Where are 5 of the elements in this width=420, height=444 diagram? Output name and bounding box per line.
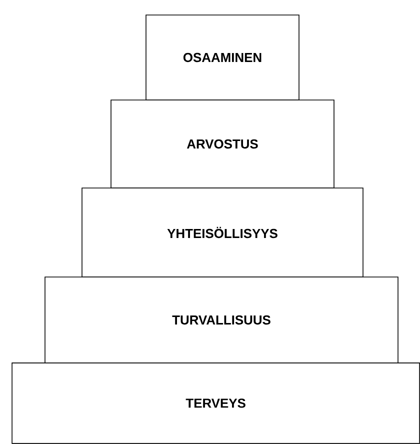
level-box: TERVEYS bbox=[12, 362, 420, 444]
level-box: TURVALLISUUS bbox=[44, 276, 398, 364]
level-box: ARVOSTUS bbox=[110, 100, 334, 188]
level-box: OSAAMINEN bbox=[146, 14, 300, 100]
level-box: YHTEISÖLLISYYS bbox=[82, 188, 364, 278]
